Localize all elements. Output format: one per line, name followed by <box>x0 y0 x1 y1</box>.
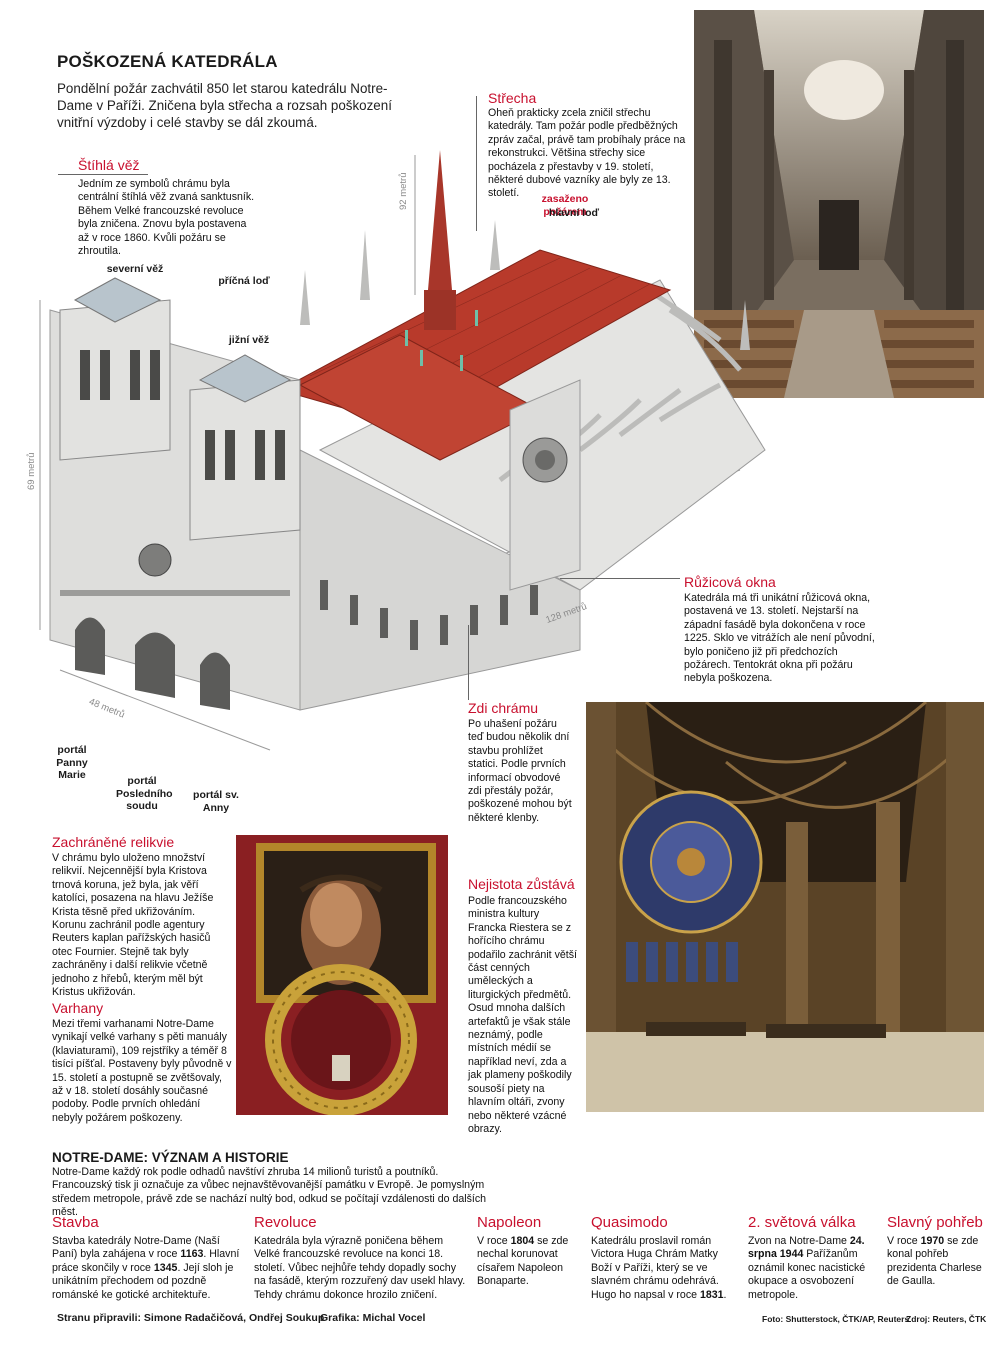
footer-photos: Foto: Shutterstock, ČTK/AP, Reuters <box>762 1314 910 1324</box>
footer-source: Zdroj: Reuters, ČTK <box>906 1314 987 1324</box>
text: Katedrálu proslavil román Victora Huga C… <box>591 1235 719 1301</box>
history-col-valka: 2. světová válka Zvon na Notre-Dame 24. … <box>748 1214 878 1302</box>
text: Katedrála byla výrazně poničena během Ve… <box>254 1235 466 1301</box>
photo-interior-after-fire <box>694 10 984 398</box>
dimension-69m: 69 metrů <box>26 452 37 491</box>
label-portal-posledniho-soudu: portál Posledního soudu <box>116 775 173 812</box>
year: 1831 <box>699 1288 724 1301</box>
text: se zde nechal korunovat císařem Napoleon… <box>477 1235 569 1288</box>
callout-ruzicova-okna-title: Růžicová okna <box>684 574 776 590</box>
lead-text: Pondělní požár zachvátil 850 let starou … <box>57 81 392 130</box>
history-col-stavba: Stavba Stavba katedrály Notre-Dame (Naší… <box>52 1214 242 1302</box>
callout-varhany-title: Varhany <box>52 1000 104 1016</box>
callout-relikvie-text: V chrámu bylo uloženo množství relikvií.… <box>52 852 214 999</box>
text: se zde konal pohřeb prezidenta Charlese … <box>887 1235 982 1288</box>
label-pricna-lod: příčná loď <box>218 275 270 287</box>
label-severni-vez: severní věž <box>106 263 164 275</box>
footer-graphics: Grafika: Michal Vocel <box>320 1312 426 1324</box>
history-col-title: Revoluce <box>254 1214 317 1231</box>
year: 1163 <box>180 1248 204 1261</box>
year: 1970 <box>920 1235 945 1247</box>
date: 24. srpna 1944 <box>748 1235 865 1261</box>
label-hlavni-lod: hlavní loď <box>548 207 600 219</box>
callout-stihla-vez-title: Štíhlá věž <box>78 157 140 173</box>
text: . Hlavní práce skončily v roce <box>52 1248 240 1274</box>
text: V roce <box>887 1235 921 1247</box>
callout-zdi-chramu-text: Po uhašení požáru teď budou několik dní … <box>468 718 572 824</box>
callout-nejistota-title: Nejistota zůstává <box>468 876 575 892</box>
history-title: NOTRE-DAME: VÝZNAM A HISTORIE <box>52 1150 289 1165</box>
callout-ruzicova-okna-text: Katedrála má tři unikátní růžicová okna,… <box>684 592 875 685</box>
photo-crown-of-thorns <box>236 835 448 1115</box>
history-col-pohreb: Slavný pohřeb V roce 1970 se zde konal p… <box>887 1214 987 1289</box>
callout-strecha-title: Střecha <box>488 90 537 106</box>
year: 1804 <box>510 1235 535 1247</box>
callout-nejistota-text: Podle francouzského ministra kultury Fra… <box>468 895 577 1135</box>
history-col-title: Slavný pohřeb <box>887 1214 983 1231</box>
label-portal-sv-anny: portál sv. Anny <box>193 789 239 814</box>
label-jizni-vez: jižní věž <box>228 334 270 346</box>
text: . <box>723 1288 727 1301</box>
callout-strecha-text: Oheň prakticky zcela zničil střechu kate… <box>488 107 686 200</box>
history-col-title: Napoleon <box>477 1214 542 1231</box>
label-zasazeno-pozarem: zasaženo požárem <box>541 193 589 218</box>
callout-zdi-chramu-title: Zdi chrámu <box>468 700 539 716</box>
text: Pařížanům oznámil konec nacistické okupa… <box>748 1248 866 1301</box>
footer-authors: Stranu připravili: Simone Radačičová, On… <box>57 1312 325 1324</box>
photo-interior-rose-window <box>586 702 984 1112</box>
text: Zvon na Notre-Dame <box>748 1235 850 1247</box>
history-col-revoluce: Revoluce Katedrála byla výrazně poničena… <box>254 1214 466 1302</box>
history-lead: Notre-Dame každý rok podle odhadů navští… <box>52 1166 487 1219</box>
label-portal-panny-marie: portál Panny Marie <box>56 744 88 781</box>
year: 1345 <box>153 1261 178 1274</box>
cathedral-illustration <box>20 150 790 760</box>
text: V roce <box>477 1235 511 1247</box>
dimension-92m: 92 metrů <box>398 172 409 211</box>
text: Stavba katedrály Notre-Dame (Naší Paní) … <box>52 1235 220 1261</box>
callout-varhany-text: Mezi třemi varhanami Notre-Dame vynikají… <box>52 1018 232 1124</box>
history-col-title: Quasimodo <box>591 1214 668 1231</box>
history-col-title: 2. světová válka <box>748 1214 856 1231</box>
text: . Její sloh je unikátním přechodem od po… <box>52 1261 234 1301</box>
history-col-quasimodo: Quasimodo Katedrálu proslavil román Vict… <box>591 1214 737 1302</box>
history-col-title: Stavba <box>52 1214 99 1231</box>
callout-relikvie-title: Zachráněné relikvie <box>52 834 175 850</box>
callout-stihla-vez-text: Jedním ze symbolů chrámu byla centrální … <box>78 178 255 258</box>
page-title: POŠKOZENÁ KATEDRÁLA <box>57 52 278 71</box>
history-col-napoleon: Napoleon V roce 1804 se zde nechal korun… <box>477 1214 577 1289</box>
